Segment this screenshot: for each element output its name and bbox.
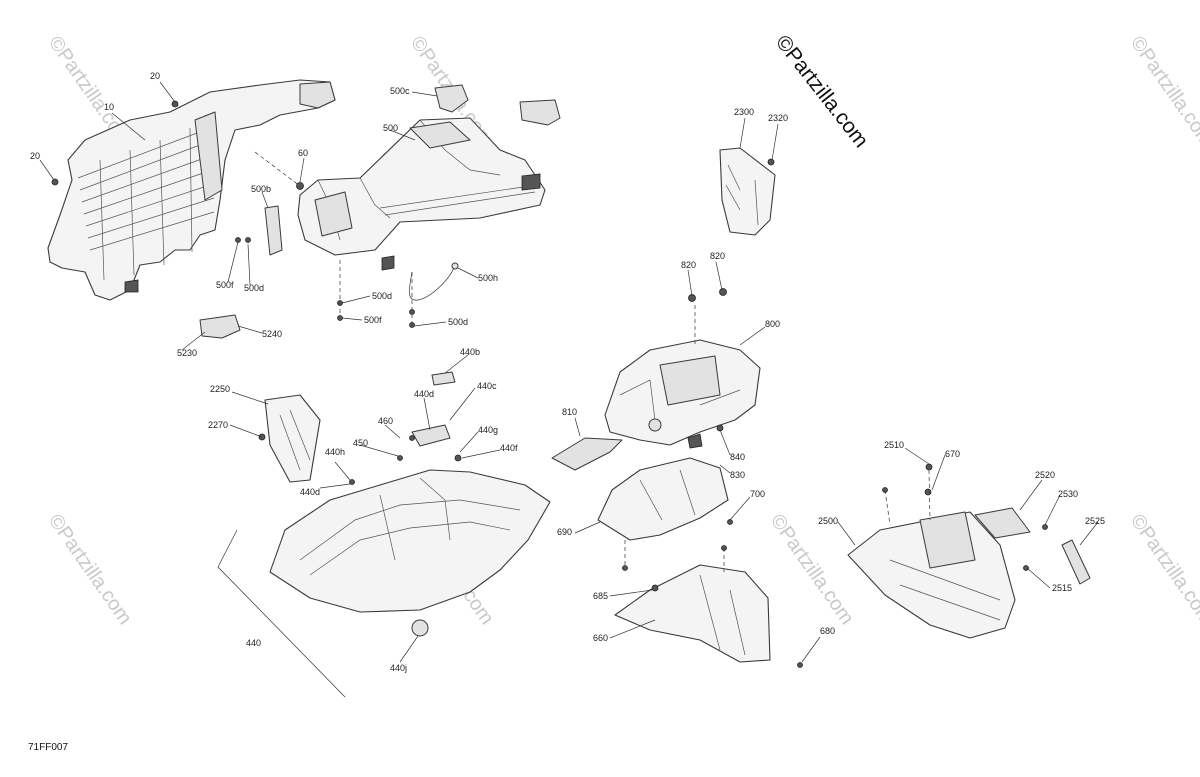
callout-labels: 20 10 20 60 500c 500 500b 500f 500d 500h… xyxy=(30,71,1105,673)
callout-440d: 440d xyxy=(414,389,434,399)
callout-500d: 500d xyxy=(448,317,468,327)
part-10-front-rack xyxy=(47,79,336,301)
callout-460: 460 xyxy=(378,416,393,426)
callout-500h: 500h xyxy=(478,273,498,283)
callout-20: 20 xyxy=(30,151,40,161)
part-500-storage-lid xyxy=(297,117,546,271)
callout-5240: 5240 xyxy=(262,329,282,339)
callout-500f: 500f xyxy=(364,315,382,325)
callout-2270: 2270 xyxy=(208,420,228,430)
part-5230-bracket xyxy=(199,314,241,339)
part-500-handle xyxy=(519,99,561,126)
part-660-lower-console xyxy=(614,564,771,663)
callout-2525: 2525 xyxy=(1085,516,1105,526)
callout-660: 660 xyxy=(593,633,608,643)
callout-440f: 440f xyxy=(500,443,518,453)
callout-440j: 440j xyxy=(390,663,407,673)
callout-500c: 500c xyxy=(390,86,410,96)
callout-2510: 2510 xyxy=(884,440,904,450)
callout-700: 700 xyxy=(750,489,765,499)
callout-685: 685 xyxy=(593,591,608,601)
callout-2530: 2530 xyxy=(1058,489,1078,499)
callout-20: 20 xyxy=(150,71,160,81)
part-500c-latch xyxy=(434,84,469,113)
callout-820: 820 xyxy=(710,251,725,261)
watermark: ©Partzilla.com xyxy=(766,510,858,628)
callout-2250: 2250 xyxy=(210,384,230,394)
callout-2500: 2500 xyxy=(818,516,838,526)
part-2300-side-panel xyxy=(719,147,776,236)
part-500b-strap xyxy=(264,205,283,256)
callout-5230: 5230 xyxy=(177,348,197,358)
leader-lines xyxy=(39,81,1099,698)
callout-450: 450 xyxy=(353,438,368,448)
part-800-dash xyxy=(604,339,761,449)
part-440-tub xyxy=(269,371,551,637)
callout-10: 10 xyxy=(104,102,114,112)
watermark: ©Partzilla.com xyxy=(1126,32,1200,150)
callout-440h: 440h xyxy=(325,447,345,457)
part-2500-fender xyxy=(847,511,1016,639)
callout-440d: 440d xyxy=(300,487,320,497)
watermark: ©Partzilla.com xyxy=(44,510,136,628)
callout-670: 670 xyxy=(945,449,960,459)
part-2520-handle xyxy=(974,507,1031,539)
callout-800: 800 xyxy=(765,319,780,329)
partzilla-logo: ©Partzilla.com xyxy=(771,31,873,152)
diagram-code: 71FF007 xyxy=(28,742,68,753)
callout-2300: 2300 xyxy=(734,107,754,117)
part-500h-cable xyxy=(409,262,459,301)
callout-440g: 440g xyxy=(478,425,498,435)
callout-820: 820 xyxy=(681,260,696,270)
callout-440: 440 xyxy=(246,638,261,648)
callout-830: 830 xyxy=(730,470,745,480)
callout-60: 60 xyxy=(298,148,308,158)
part-810-trim xyxy=(551,437,623,471)
part-2525-grip xyxy=(1061,539,1091,585)
part-690-console xyxy=(597,457,729,541)
callout-500f: 500f xyxy=(216,280,234,290)
callout-500b: 500b xyxy=(251,184,271,194)
callout-810: 810 xyxy=(562,407,577,417)
callout-2515: 2515 xyxy=(1052,583,1072,593)
callout-500d: 500d xyxy=(372,291,392,301)
callout-440b: 440b xyxy=(460,347,480,357)
callout-690: 690 xyxy=(557,527,572,537)
callout-2520: 2520 xyxy=(1035,470,1055,480)
callout-2320: 2320 xyxy=(768,113,788,123)
watermark: ©Partzilla.com xyxy=(1126,510,1200,628)
callout-500d: 500d xyxy=(244,283,264,293)
part-2250-bracket xyxy=(264,394,321,483)
callout-440c: 440c xyxy=(477,381,497,391)
callout-500: 500 xyxy=(383,123,398,133)
callout-840: 840 xyxy=(730,452,745,462)
callout-680: 680 xyxy=(820,626,835,636)
